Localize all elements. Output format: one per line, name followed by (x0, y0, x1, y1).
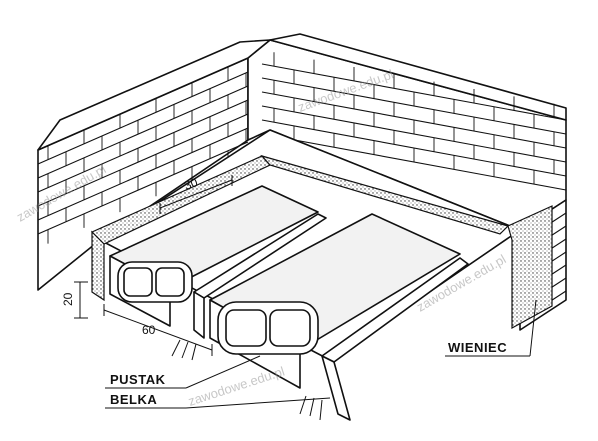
label-wieniec: WIENIEC (448, 340, 507, 355)
label-belka-group: BELKA (105, 392, 331, 409)
dimension-20: 20 (61, 281, 88, 319)
dimension-30-label: 30 (182, 175, 200, 193)
label-pustak-group: PUSTAK (105, 355, 261, 389)
dimension-20-label: 20 (61, 292, 75, 306)
dimension-60-label: 60 (142, 323, 156, 337)
brick-course-lines (37, 52, 567, 322)
dimension-60: 60 (103, 304, 213, 356)
dimension-30: 30 (159, 175, 233, 214)
label-belka: BELKA (110, 392, 157, 407)
label-pustak: PUSTAK (110, 372, 166, 387)
floor-beams (193, 213, 469, 421)
block-front-openings (117, 261, 319, 355)
label-wieniec-group: WIENIEC (445, 299, 537, 357)
rebar-ends (171, 339, 323, 421)
